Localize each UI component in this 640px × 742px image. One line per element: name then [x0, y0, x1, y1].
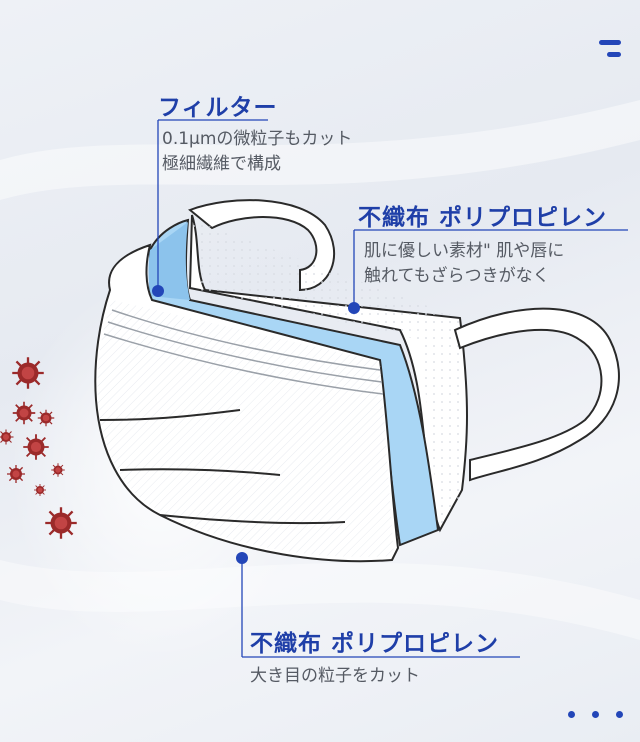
filter-desc-line-2: 極細繊維で構成	[162, 154, 281, 174]
filter-heading: フィルター	[158, 95, 278, 121]
more-dots-icon[interactable]	[566, 709, 630, 721]
callout-filter	[152, 119, 268, 297]
menu-icon[interactable]	[597, 38, 623, 60]
callout-outer-layer	[236, 552, 520, 658]
callout-inner-layer	[348, 229, 628, 314]
inner-layer-desc-line-1: 肌に優しい素材" 肌や唇に	[364, 241, 565, 261]
inner-layer-heading: 不織布 ポリプロピレン	[358, 205, 608, 231]
inner-layer-desc-line-2: 触れてもざらつきがなく	[364, 266, 550, 286]
outer-layer-desc-line-1: 大き目の粒子をカット	[250, 666, 420, 686]
outer-layer-heading: 不織布 ポリプロピレン	[250, 631, 500, 657]
filter-desc-line-1: 0.1μmの微粒子もカット	[162, 129, 353, 149]
